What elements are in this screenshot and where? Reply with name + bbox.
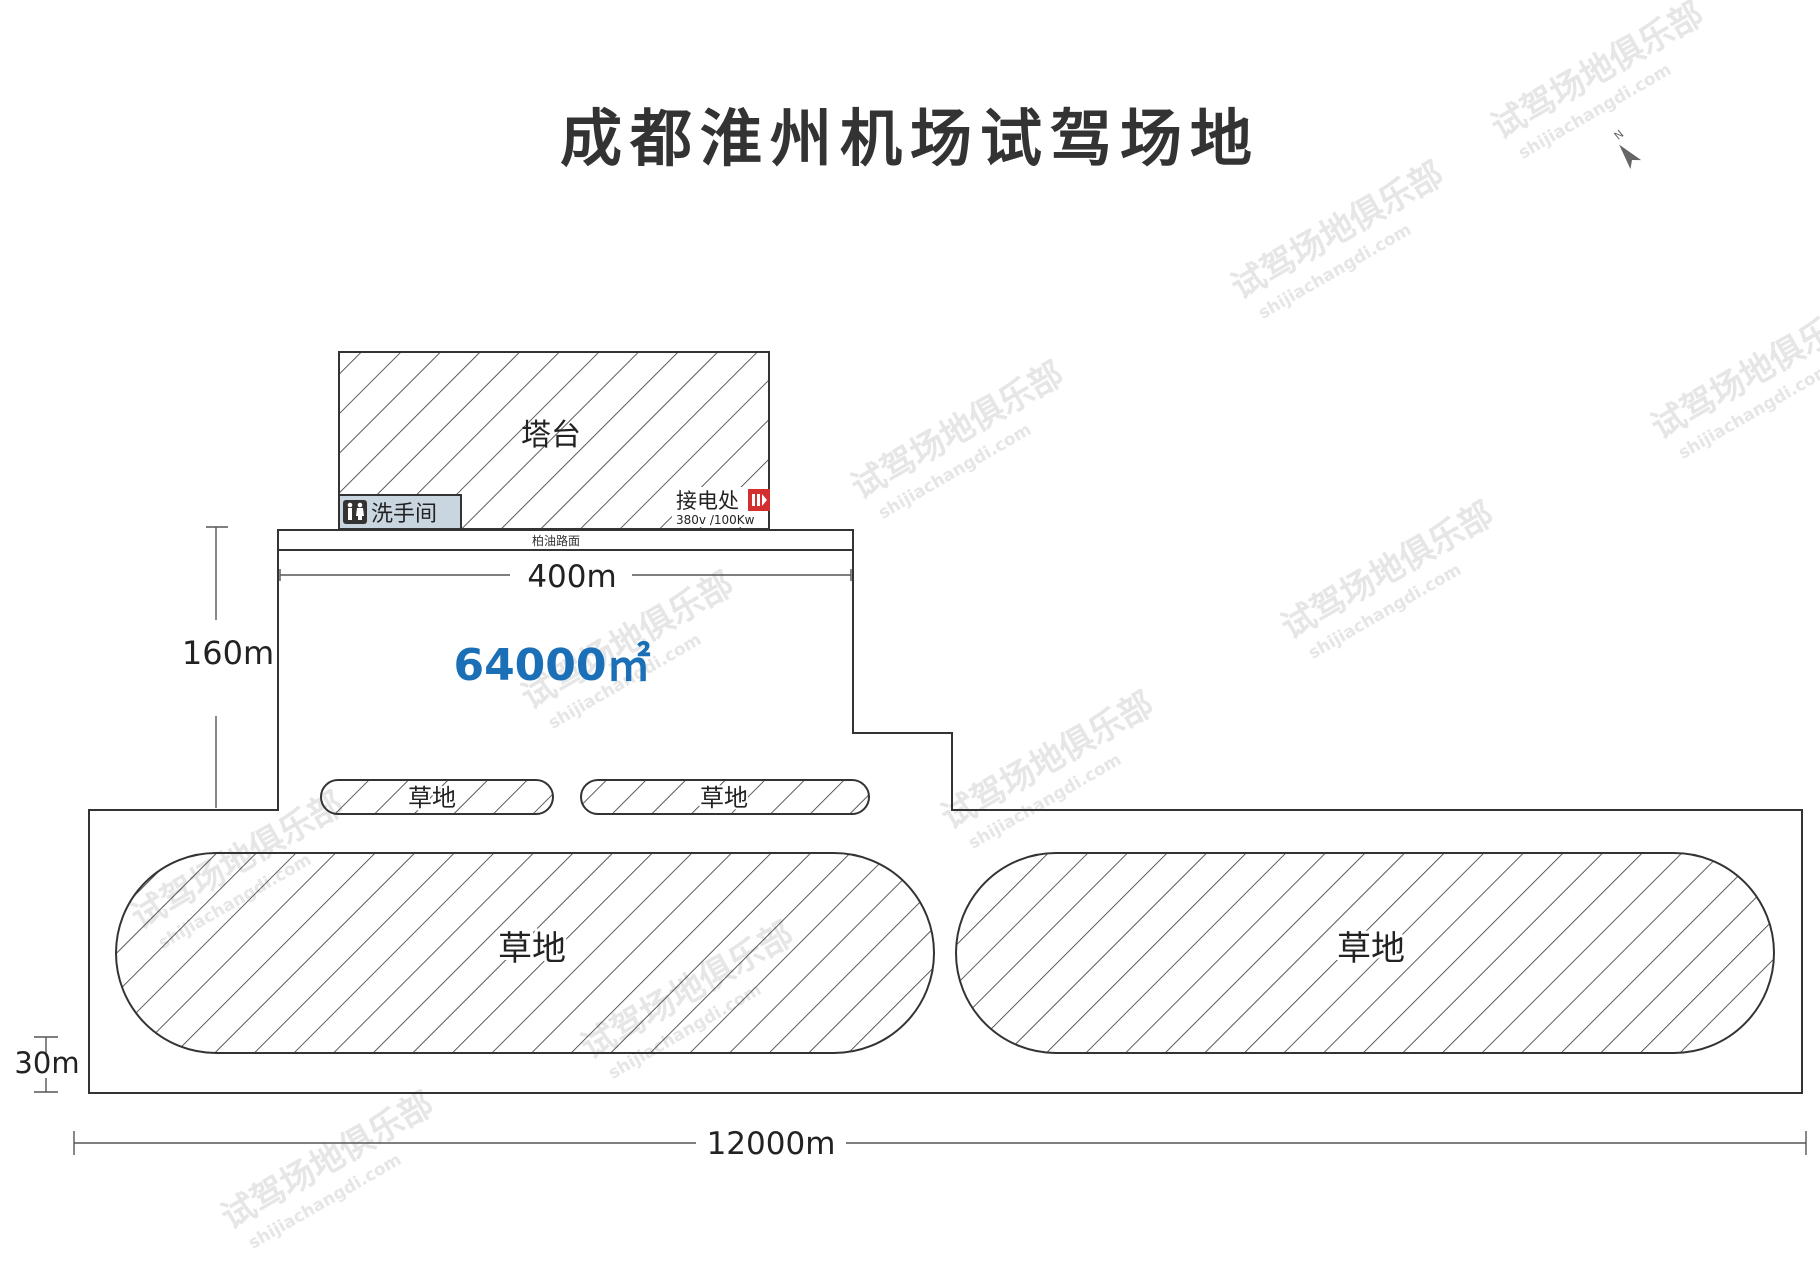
asphalt-label: 柏油路面 — [532, 533, 580, 548]
restroom-label: 洗手间 — [371, 502, 437, 527]
dim-total-width-label: 12000m — [707, 1126, 836, 1162]
dimension-12000m: 12000m — [73, 1126, 1807, 1162]
grass-label: 草地 — [408, 784, 456, 812]
watermark-brand: 试驾场地俱乐部 — [215, 1084, 441, 1238]
dim-width-top-label: 400m — [527, 559, 616, 595]
power-plug-icon — [748, 489, 770, 511]
dimension-30m: 30m — [14, 1036, 80, 1093]
dim-height-left-label: 160m — [182, 634, 274, 672]
dimension-160m: 160m — [182, 526, 274, 808]
dim-bottom-height-label: 30m — [14, 1046, 79, 1080]
power-point-label: 接电处 — [676, 489, 739, 513]
grass-label: 草地 — [1337, 929, 1405, 969]
tower-label: 塔台 — [521, 418, 581, 453]
watermark-brand: 试驾场地俱乐部 — [1275, 494, 1501, 648]
grass-patch-small — [320, 779, 554, 815]
grass-patch-small — [580, 779, 870, 815]
area-label: 64000㎡ — [453, 640, 650, 691]
grass-label: 草地 — [700, 784, 748, 812]
restroom: 洗手间 — [338, 494, 462, 530]
watermark-brand: 试驾场地俱乐部 — [845, 354, 1071, 508]
dimension-400m: 400m — [279, 559, 852, 595]
svg-text:N: N — [1612, 127, 1627, 142]
restroom-icon — [343, 500, 367, 524]
grass-patch-large — [955, 852, 1775, 1054]
north-arrow-icon: N — [1612, 127, 1642, 170]
power-point: 接电处 380v /100Kw — [672, 487, 770, 527]
page-title: 成都淮州机场试驾场地 — [559, 102, 1260, 175]
watermark-brand: 试驾场地俱乐部 — [1225, 154, 1451, 308]
power-spec-label: 380v /100Kw — [676, 513, 755, 527]
grass-patch-large — [115, 852, 935, 1054]
grass-label: 草地 — [498, 929, 566, 969]
watermark-brand: 试驾场地俱乐部 — [1485, 0, 1711, 148]
watermark-brand: 试驾场地俱乐部 — [935, 684, 1161, 838]
watermark-layer: 试驾场地俱乐部 shijiachangdi.com 试驾场地俱乐部 shijia… — [125, 0, 1820, 1254]
site-outline — [88, 529, 1803, 1094]
